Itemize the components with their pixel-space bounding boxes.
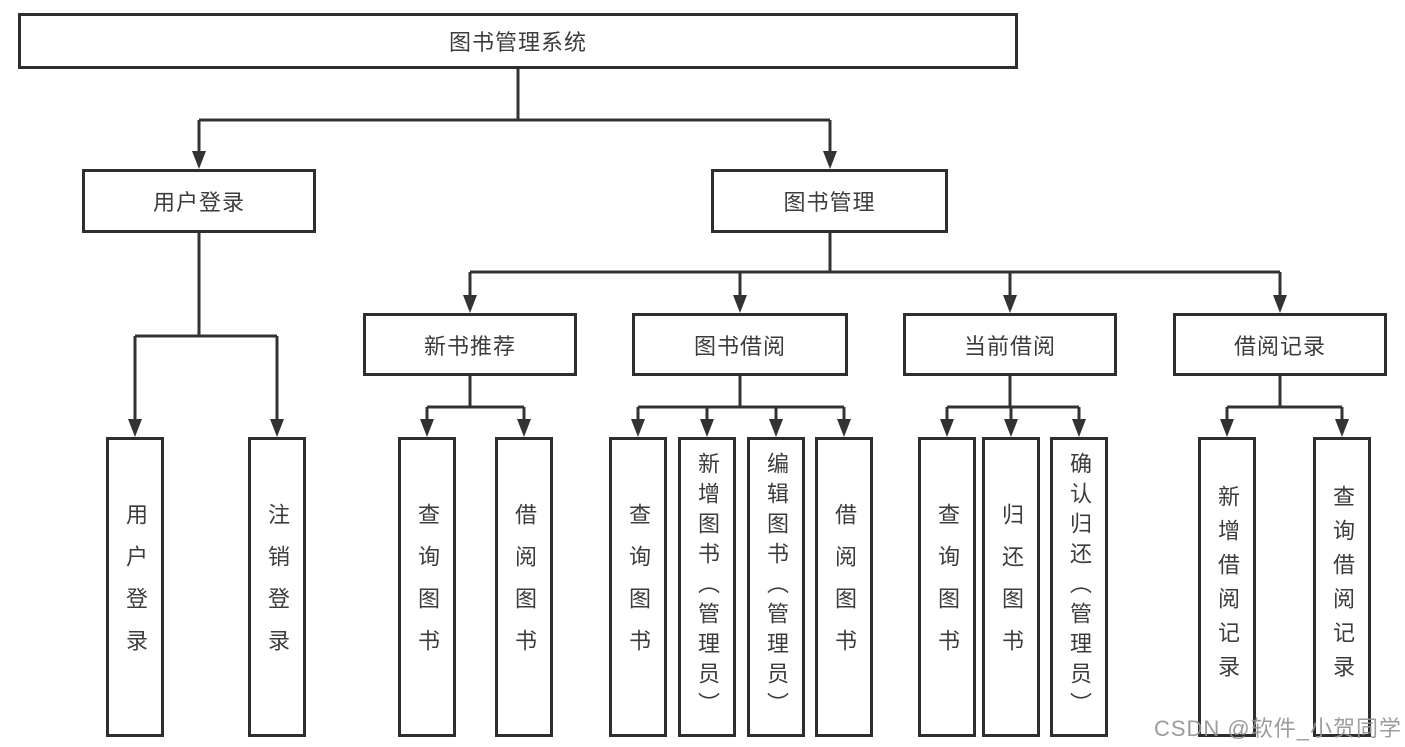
node-label: 图书管理系统	[448, 30, 587, 55]
arrowhead-icon	[1003, 295, 1017, 313]
leaf-add-book-admin: 新增图书（管理员）	[678, 437, 736, 737]
arrowhead-icon	[420, 419, 434, 437]
node-label: 图书管理	[783, 190, 876, 215]
leaf-borrow-books: 借阅图书	[815, 437, 873, 737]
leaf-label: 注销登录	[265, 503, 290, 671]
connector-new-book-children	[420, 376, 531, 437]
leaf-label: 新增图书（管理员）	[695, 452, 720, 722]
arrowhead-icon	[837, 419, 851, 437]
arrowhead-icon	[1335, 419, 1349, 437]
node-label: 新书推荐	[423, 333, 516, 359]
node-user-login: 用户登录	[82, 169, 316, 233]
node-label: 当前借阅	[963, 333, 1056, 359]
arrowhead-icon	[733, 295, 747, 313]
leaf-query-borrow-record: 查询借阅记录	[1313, 437, 1371, 737]
watermark: CSDN @软件_小贺同学	[1153, 716, 1402, 741]
leaf-logout: 注销登录	[248, 437, 306, 737]
arrowhead-icon	[940, 419, 954, 437]
arrowhead-icon	[1004, 419, 1018, 437]
leaf-label: 查询图书	[935, 503, 960, 671]
leaf-label: 查询借阅记录	[1330, 485, 1355, 689]
leaf-label: 查询图书	[626, 503, 651, 671]
arrowhead-icon	[517, 419, 531, 437]
arrowhead-icon	[463, 295, 477, 313]
arrowhead-icon	[1273, 295, 1287, 313]
connector-book-management-children	[463, 233, 1287, 313]
node-book-management: 图书管理	[711, 169, 948, 233]
leaf-borrow-books-recommend: 借阅图书	[495, 437, 553, 737]
leaf-label: 借阅图书	[512, 503, 537, 671]
leaf-label: 用户登录	[123, 503, 148, 671]
arrowhead-icon	[700, 419, 714, 437]
arrowhead-icon	[769, 419, 783, 437]
node-label: 用户登录	[152, 190, 245, 215]
node-book-borrow: 图书借阅	[632, 313, 848, 376]
leaf-label: 编辑图书（管理员）	[764, 452, 789, 722]
node-new-book-recommend: 新书推荐	[363, 313, 577, 376]
connector-root-to-level2	[192, 69, 837, 169]
node-label: 图书借阅	[693, 333, 786, 359]
leaf-query-books-borrow: 查询图书	[609, 437, 667, 737]
leaf-query-books-current: 查询图书	[918, 437, 976, 737]
connector-user-login-children	[128, 233, 284, 437]
arrowhead-icon	[823, 151, 837, 169]
leaf-edit-book-admin: 编辑图书（管理员）	[747, 437, 805, 737]
leaf-add-borrow-record: 新增借阅记录	[1198, 437, 1256, 737]
leaf-label: 查询图书	[415, 503, 440, 671]
leaf-label: 归还图书	[999, 503, 1024, 671]
leaf-label: 新增借阅记录	[1215, 485, 1240, 689]
node-borrow-records: 借阅记录	[1173, 313, 1387, 376]
arrowhead-icon	[192, 151, 206, 169]
node-current-borrow: 当前借阅	[903, 313, 1117, 376]
leaf-label: 确认归还（管理员）	[1067, 452, 1092, 722]
arrowhead-icon	[128, 419, 142, 437]
leaf-return-book: 归还图书	[982, 437, 1040, 737]
arrowhead-icon	[1220, 419, 1234, 437]
connector-current-borrow-children	[940, 376, 1086, 437]
connector-borrow-records-children	[1220, 376, 1349, 437]
arrowhead-icon	[1072, 419, 1086, 437]
connector-book-borrow-children	[631, 376, 851, 437]
node-label: 借阅记录	[1233, 333, 1326, 359]
leaf-confirm-return-admin: 确认归还（管理员）	[1050, 437, 1108, 737]
node-root: 图书管理系统	[18, 13, 1018, 69]
arrowhead-icon	[270, 419, 284, 437]
leaf-label: 借阅图书	[832, 503, 857, 671]
arrowhead-icon	[631, 419, 645, 437]
leaf-query-books-recommend: 查询图书	[398, 437, 456, 737]
leaf-user-login: 用户登录	[106, 437, 164, 737]
